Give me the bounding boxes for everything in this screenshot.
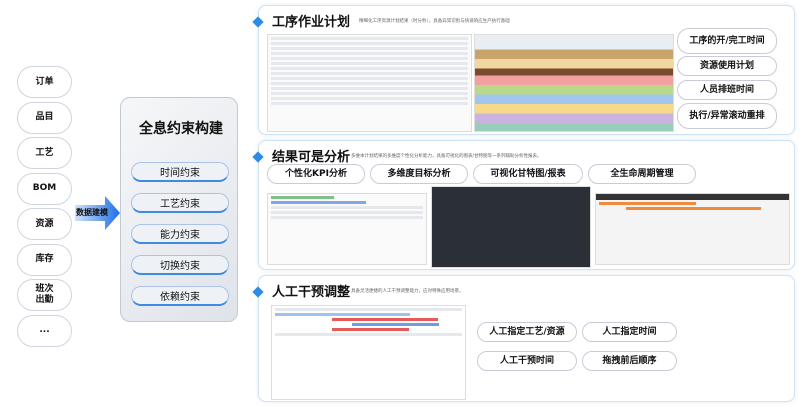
tag: 多维度目标分析 [370, 164, 468, 184]
screenshot-adjust [271, 305, 466, 400]
tag: 拖拽前后顺序 [582, 351, 677, 371]
screenshot-lifecycle [595, 193, 790, 265]
screenshot-gantt-dark [431, 186, 591, 268]
tag: 人工指定时间 [582, 322, 677, 342]
section-subtitle: 具备灵活便捷的人工干预调整能力，应对特殊应用场景。 [351, 289, 464, 294]
arrow-right-icon [75, 196, 120, 230]
constraint-item: 工艺约束 [131, 193, 229, 213]
tag: 执行/异常滚动重排 [677, 103, 777, 129]
input-item-label: 班次出勤 [35, 284, 54, 305]
input-item-label: 资源 [35, 218, 54, 229]
constraint-item: 依赖约束 [131, 286, 229, 306]
constraint-panel: 全息约束构建 时间约束工艺约束能力约束切换约束依赖约束 [120, 97, 238, 322]
tag: 人工指定工艺/资源 [477, 322, 577, 342]
input-item: 品目 [17, 101, 72, 134]
input-item-label: 品目 [35, 112, 54, 122]
tag: 人工干预时间 [477, 351, 577, 371]
input-item: 订单 [17, 66, 72, 98]
input-item-label: 工艺 [35, 147, 54, 158]
input-item-label: ... [39, 325, 50, 335]
tag: 人员排班时间 [677, 80, 777, 100]
section-manual: 人工干预调整 具备灵活便捷的人工干预调整能力，应对特殊应用场景。 人工指定工艺/… [252, 275, 795, 402]
input-item: 班次出勤 [17, 279, 72, 311]
screenshot-gantt [474, 34, 674, 132]
constraint-item: 切换约束 [131, 255, 229, 275]
constraint-panel-title: 全息约束构建 [139, 121, 223, 137]
arrow-label: 数据建模 [76, 208, 108, 217]
input-item-label: BOM [32, 183, 57, 193]
screenshot-kpi [267, 193, 427, 265]
tag: 资源使用计划 [677, 56, 777, 76]
input-item: ... [17, 314, 72, 347]
section-analysis: 结果可是分析 多维本计划结果的多维度个性化分析能力，具备可视化的图表/甘特图等一… [252, 140, 795, 270]
input-item: BOM [17, 172, 72, 205]
tag: 工序的开/完工时间 [677, 28, 777, 54]
input-item: 工艺 [17, 137, 72, 169]
section-title: 工序作业计划 [272, 15, 351, 30]
tag: 可视化甘特图/报表 [473, 164, 583, 184]
input-item-label: 库存 [35, 254, 54, 264]
section-title: 结果可是分析 [272, 150, 351, 165]
screenshot-table [267, 34, 472, 132]
section-subtitle: 多维本计划结果的多维度个性化分析能力，具备可视化的图表/甘特图等一系列辅助分析性… [351, 154, 542, 159]
constraint-item: 时间约束 [131, 162, 229, 182]
constraint-item: 能力约束 [131, 224, 229, 244]
diamond-icon [252, 151, 264, 163]
input-item-label: 订单 [35, 76, 54, 87]
input-item: 库存 [17, 243, 72, 276]
tag: 全生命周期管理 [588, 164, 696, 184]
input-item: 资源 [17, 208, 72, 240]
section-subtitle: 精细化工序资源计划结果（时分秒），具备异常识别与快速响应生产执行基础 [359, 19, 510, 24]
section-schedule: 工序作业计划 精细化工序资源计划结果（时分秒），具备异常识别与快速响应生产执行基… [252, 5, 795, 135]
tag: 个性化KPI分析 [267, 164, 365, 184]
diamond-icon [252, 16, 264, 28]
section-title: 人工干预调整 [272, 285, 351, 300]
diamond-icon [252, 286, 264, 298]
